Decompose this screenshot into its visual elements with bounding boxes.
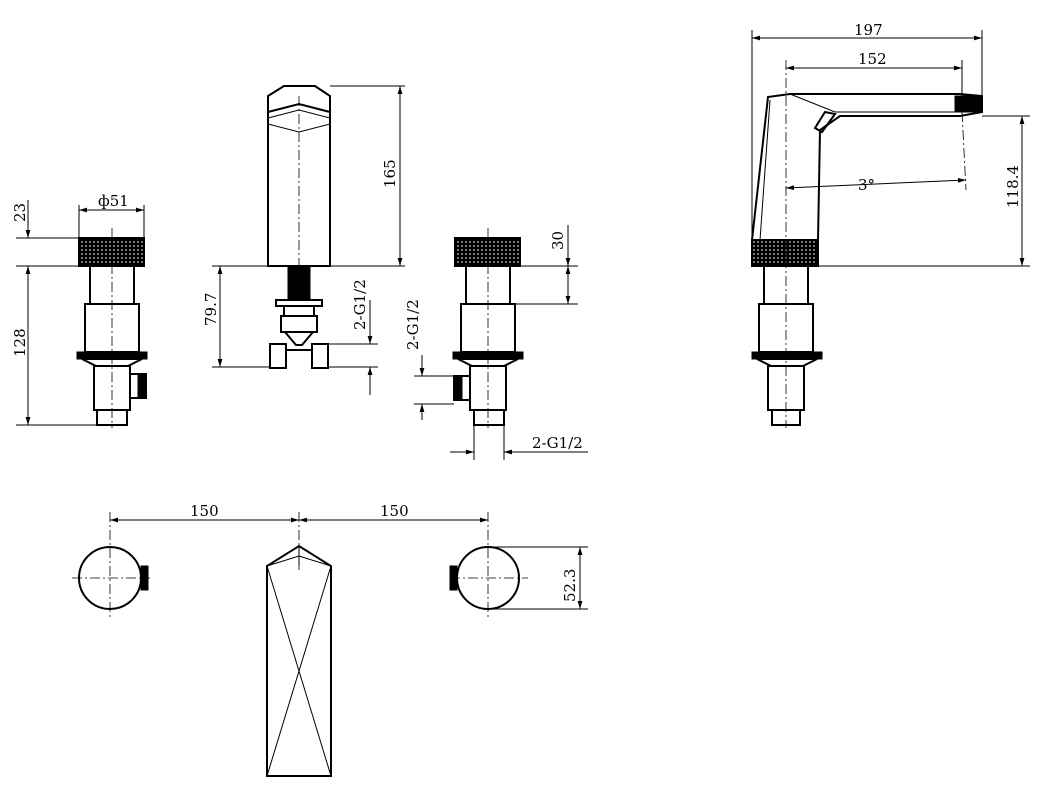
plan-spout-outline [266, 544, 332, 777]
right-handle-knurled-cap [454, 237, 521, 267]
dim-label-top-height: 23 [11, 203, 29, 222]
dim-label-diameter: ф51 [98, 192, 129, 210]
dim-label-spout-connection: 2-G1/2 [351, 279, 369, 330]
spout-side-body [750, 93, 983, 241]
dim-label-handle-diameter: 52.3 [561, 569, 579, 602]
dim-label-overall: 197 [854, 21, 883, 39]
right-handle-tail [473, 409, 505, 426]
right-handle-elevation: 30 2-G1/2 2-G1/2 [404, 225, 588, 460]
spout-side-flange [751, 351, 823, 360]
left-handle-knurled-cap [78, 237, 145, 267]
spout-front-left-port [269, 343, 287, 369]
dim-label-total-height: 128 [11, 328, 29, 357]
dim-label-reach: 152 [858, 50, 887, 68]
spout-side-elevation: 197 152 3° 118.4 [750, 21, 1030, 428]
left-handle-side-nut [137, 373, 147, 399]
dim-label-angle: 3° [858, 176, 875, 194]
spout-front-nut-2 [280, 315, 318, 333]
dim-label-below-deck: 79.7 [202, 293, 220, 326]
plan-view: 150 150 52.3 [72, 502, 588, 777]
spout-front-nut [283, 305, 315, 317]
spout-side-lever-facet [813, 110, 837, 134]
dim-line-angle [785, 177, 967, 191]
dim-label-spout-height: 165 [381, 159, 399, 188]
left-handle-elevation: ф51 23 128 [11, 192, 148, 428]
dim-label-left-spacing: 150 [190, 502, 219, 520]
dim-label-side-height: 118.4 [1004, 165, 1022, 208]
spout-side-edge [759, 99, 771, 241]
dim-label-right-spacing: 150 [380, 502, 409, 520]
spout-side-knurled-ring [751, 239, 819, 267]
spout-side-flange-base [756, 358, 818, 367]
right-handle-side-nut [453, 375, 463, 401]
spout-front-right-port [311, 343, 329, 369]
spout-front-tee [282, 331, 316, 346]
dim-label-side-connection: 2-G1/2 [404, 299, 422, 350]
dim-label-bottom-connection: 2-G1/2 [532, 434, 583, 452]
spout-side-outlet-axis [961, 111, 967, 191]
spout-side-aerator [954, 95, 983, 113]
spout-front-elevation: 165 79.7 2-G1/2 [202, 85, 405, 395]
plan-spout-facets [266, 565, 332, 777]
dim-label-cap-height: 30 [549, 231, 567, 250]
spout-front-shank [287, 265, 311, 301]
spout-side-top-facet [789, 93, 960, 113]
